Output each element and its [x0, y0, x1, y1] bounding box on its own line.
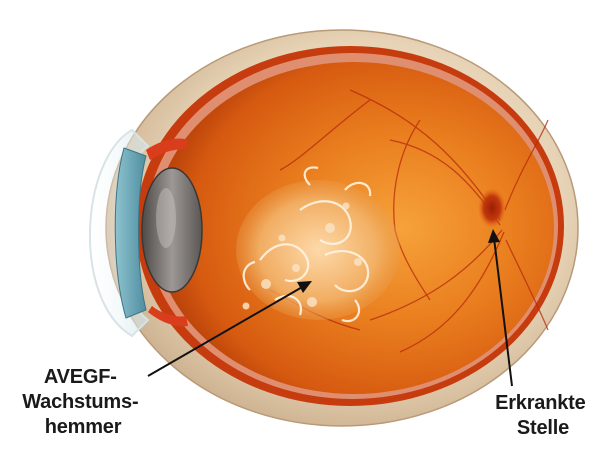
treatment-label-line2: Wachstums- [22, 391, 138, 413]
affected-area-label: Erkrankte Stelle [495, 392, 591, 439]
treatment-label-line1: AVEGF- [44, 366, 117, 388]
macula-affected-area [478, 188, 506, 228]
treatment-label-line3: hemmer [45, 416, 122, 438]
lens-highlight [156, 188, 176, 248]
affected-area-label-line2: Stelle [517, 417, 569, 439]
affected-area-label-line1: Erkrankte [495, 392, 586, 414]
treatment-label: AVEGF- Wachstums- hemmer [22, 366, 144, 438]
